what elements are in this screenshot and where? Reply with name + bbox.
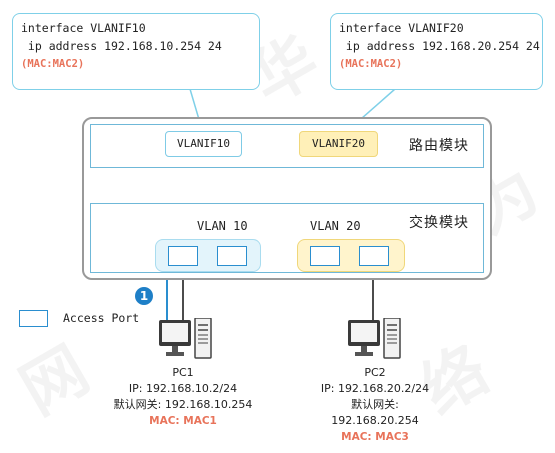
vlanif10-box: VLANIF10 xyxy=(165,131,242,157)
legend-access-port-icon xyxy=(19,310,48,327)
switching-module xyxy=(90,203,484,273)
access-port-vlan10-2 xyxy=(217,246,247,266)
pc1-computer-icon xyxy=(159,318,212,359)
vlan10-label: VLAN 10 xyxy=(197,219,248,233)
switching-module-label: 交换模块 xyxy=(409,215,469,231)
pc1-gateway: 默认网关: 192.168.10.254 xyxy=(113,398,253,411)
legend-label: Access Port xyxy=(63,311,140,325)
pc2-ip: IP: 192.168.20.2/24 xyxy=(320,382,430,395)
pc1-ip: IP: 192.168.10.2/24 xyxy=(128,382,238,395)
callout-vlanif10-config: interface VLANIF10 ip address 192.168.10… xyxy=(12,13,260,90)
access-port-vlan20-2 xyxy=(359,246,389,266)
pc2-name: PC2 xyxy=(364,366,386,379)
step-marker: 1 xyxy=(135,287,153,305)
config-line-mac: (MAC:MAC2) xyxy=(21,58,85,70)
pc2-computer-icon xyxy=(348,318,401,359)
config-line-ip: ip address 192.168.20.254 24 xyxy=(339,39,540,53)
routing-module xyxy=(90,124,484,168)
step-marker-number: 1 xyxy=(139,289,149,303)
config-line-mac: (MAC:MAC2) xyxy=(339,58,403,70)
pc2-mac: MAC: MAC3 xyxy=(341,431,409,443)
routing-module-label: 路由模块 xyxy=(409,138,469,154)
pc2-info: PC2 IP: 192.168.20.2/24 默认网关: 192.168.20… xyxy=(295,365,455,445)
config-line-interface: interface VLANIF20 xyxy=(339,21,464,35)
pc1-mac: MAC: MAC1 xyxy=(149,415,217,427)
config-line-interface: interface VLANIF10 xyxy=(21,21,146,35)
pc1-info: PC1 IP: 192.168.10.2/24 默认网关: 192.168.10… xyxy=(98,365,268,429)
pc2-gateway-label: 默认网关: xyxy=(351,398,399,411)
pc2-gateway-value: 192.168.20.254 xyxy=(331,414,419,427)
pc1-name: PC1 xyxy=(172,366,194,379)
access-port-vlan20-1 xyxy=(310,246,340,266)
config-line-ip: ip address 192.168.10.254 24 xyxy=(21,39,222,53)
callout-vlanif20-config: interface VLANIF20 ip address 192.168.20… xyxy=(330,13,543,90)
vlanif20-box: VLANIF20 xyxy=(299,131,378,157)
access-port-vlan10-1 xyxy=(168,246,198,266)
vlan20-label: VLAN 20 xyxy=(310,219,361,233)
